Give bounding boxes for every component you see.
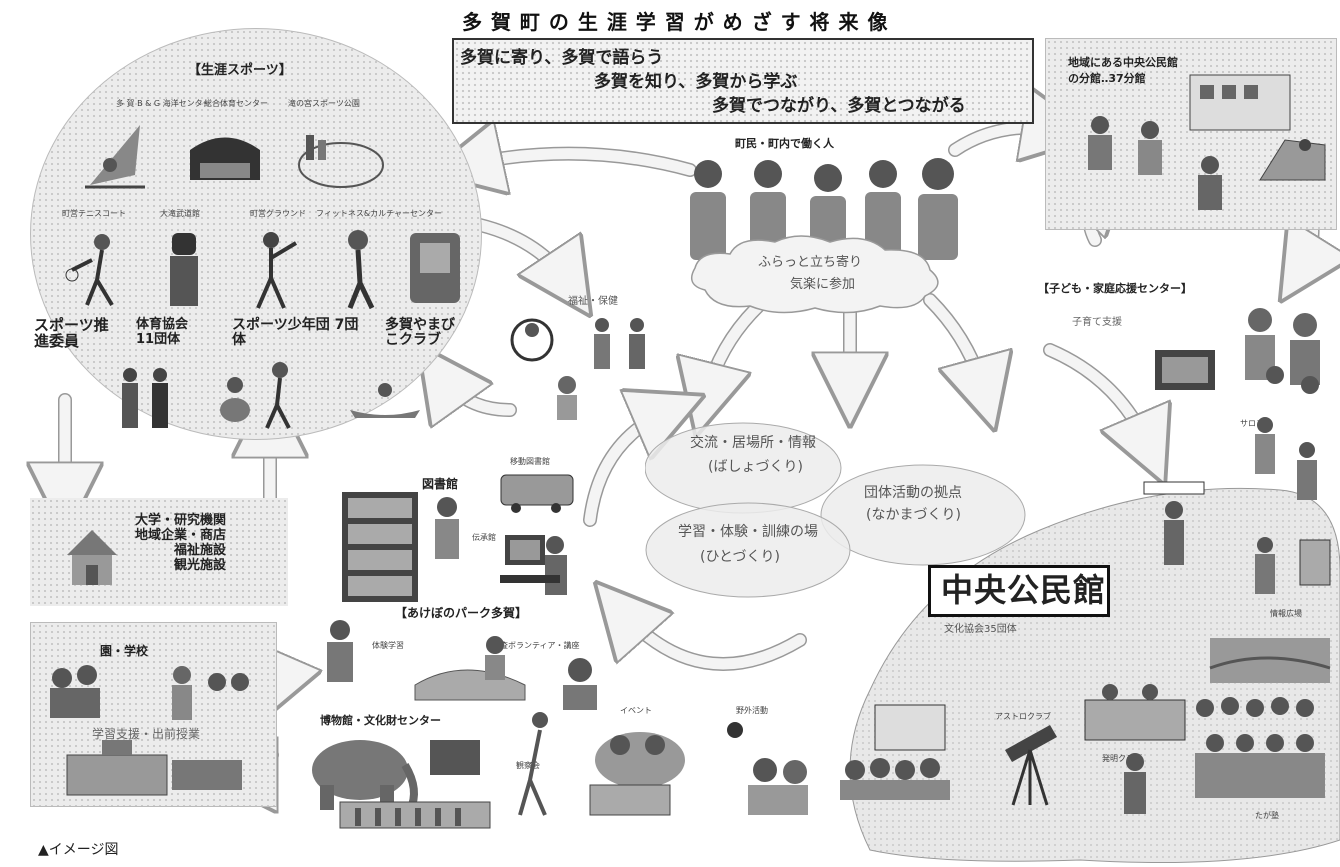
- kouminkan-juku: たが塾: [1255, 811, 1279, 820]
- circle-people-line-1: 学習・体験・訓練の場: [678, 524, 818, 540]
- kouminkan-info: 情報広場: [1270, 609, 1302, 618]
- kouminkan-lecture-illustration: [840, 704, 950, 800]
- kouminkan-title: 中央公民館: [941, 571, 1107, 609]
- mobile-library-label: 移動図書館: [510, 457, 550, 466]
- kouminkan-banner-illustration: [1143, 481, 1205, 565]
- partner-university: 大学・研究機関: [135, 513, 227, 528]
- kouminkan-field-illustration: [1209, 638, 1331, 683]
- branch-halls-line-1: 地域にある中央公民館: [1068, 56, 1178, 69]
- sports-heading: 【生涯スポーツ】: [188, 63, 292, 78]
- facility-bg-center: 多 賀 B & G 海洋センター: [116, 99, 211, 108]
- partners-list: 大学・研究機関 地域企業・商店 福祉施設 観光施設: [135, 513, 227, 574]
- circle-people-line-2: (ひとづくり): [700, 549, 780, 565]
- drop-in-cloud: [690, 235, 939, 314]
- motto-line-2: 多賀を知り、多賀から学ぶ: [594, 72, 798, 92]
- museum-label: 博物館・文化財センター: [320, 714, 441, 727]
- kouminkan-invent-illustration: [1124, 753, 1146, 814]
- mobile-library-bus-icon: [500, 474, 574, 513]
- circle-place-line-1: 交流・居場所・情報: [690, 435, 816, 451]
- branch-halls-label: 地域にある中央公民館 の分館‥37分館: [1068, 55, 1178, 87]
- computer-illustration: [500, 535, 567, 595]
- branch-halls-illustration: [1088, 74, 1326, 210]
- activity-event: イベント: [620, 706, 652, 715]
- golfer-illustration: [347, 230, 375, 310]
- facility-gym: 総合体育センター: [204, 99, 268, 108]
- kouminkan-sub: 文化協会35団体: [944, 624, 1017, 635]
- event-kids-illustration: [518, 712, 808, 816]
- cloud-line-1: ふらっと立ち寄り: [758, 255, 863, 270]
- facility-tennis: 町営テニスコート: [62, 209, 126, 218]
- schools-label: 園・学校: [100, 644, 149, 658]
- kids-players-illustration: [122, 368, 168, 428]
- kouminkan-salon-illustration: [1255, 417, 1317, 500]
- library-label: 図書館: [422, 477, 459, 491]
- facility-budokan: 大滝武道館: [160, 209, 200, 218]
- partner-business: 地域企業・商店: [135, 527, 227, 543]
- kouminkan-juku-illustration: [1195, 697, 1325, 798]
- partner-tourism: 観光施設: [174, 557, 227, 573]
- activity-outdoor: 野外活動: [736, 706, 768, 715]
- branch-halls-box: [1045, 38, 1337, 230]
- welfare-illustration: [510, 318, 645, 420]
- childcare-illustration: [1155, 308, 1320, 394]
- child-center-sub: 子育て支援: [1072, 317, 1122, 328]
- residents-label: 町民・町内で働く人: [735, 137, 834, 150]
- schools-illustration: [50, 665, 249, 796]
- motto-line-1: 多賀に寄り、多賀で語らう: [460, 48, 664, 68]
- kouminkan-title-box: 中央公民館: [928, 565, 1110, 617]
- figure-caption: ▲イメージ図: [38, 842, 119, 858]
- tennis-player-illustration: [65, 234, 114, 307]
- circle-group-line-1: 団体活動の拠点: [864, 485, 962, 501]
- facility-fitness: フィットネス&カルチャーセンター: [316, 209, 442, 218]
- circle-group-line-2: (なかまづくり): [866, 507, 961, 523]
- facility-ground: 町営グラウンド: [250, 209, 306, 218]
- activity-hands-on: 体験学習: [372, 641, 404, 650]
- library-girl-illustration: [435, 497, 459, 559]
- museum-elephant-illustration: [312, 740, 491, 829]
- park-activities-illustration: [327, 620, 597, 710]
- group-sports-promotion: スポーツ推進委員: [34, 316, 109, 350]
- page-title: 多 賀 町 の 生 涯 学 習 が め ざ す 将 来 像: [462, 10, 889, 34]
- motto-box: 多賀に寄り、多賀で語らう 多賀を知り、多賀から学ぶ 多賀でつながり、多賀とつなが…: [452, 38, 1034, 124]
- activity-observation: 観察会: [516, 761, 540, 770]
- cloud-line-2: 気楽に参加: [790, 277, 856, 292]
- kouminkan-salon: サロン: [1240, 419, 1264, 428]
- kouminkan-info-illustration: [1255, 537, 1331, 594]
- baseball-player-illustration: [256, 232, 298, 309]
- child-center-label: 【子ども・家庭応援センター】: [1038, 282, 1192, 295]
- circle-place-line-2: (ばしょづくり): [708, 459, 803, 475]
- sports-park-illustration: [298, 135, 384, 188]
- telescope-icon: [1005, 725, 1057, 806]
- sports-circle: [30, 28, 482, 440]
- activity-volunteer: 調査ボランティア・講座: [492, 641, 580, 650]
- partner-welfare: 福祉施設: [174, 542, 227, 558]
- center-venn: [645, 422, 1026, 598]
- gym-building-illustration: [190, 137, 260, 180]
- bookshelf-illustration: [342, 492, 418, 602]
- group-yamabiko-club: 多賀やまびこクラブ: [385, 317, 455, 349]
- lab-label: 伝承館: [472, 533, 496, 542]
- school-building-icon: [67, 530, 117, 585]
- catcher-batter-illustration: [220, 362, 291, 429]
- park-label: 【あけぼのパーク多賀】: [395, 606, 528, 620]
- facility-park: 滝の宮スポーツ公園: [288, 99, 360, 108]
- motto-line-3: 多賀でつながり、多賀とつながる: [712, 96, 966, 116]
- branch-halls-line-2: の分館‥37分館: [1068, 71, 1146, 85]
- kendo-illustration: [170, 233, 198, 306]
- kouminkan-astro: アストロクラブ: [995, 712, 1051, 721]
- kouminkan-invent: 発明クラブ: [1102, 754, 1142, 763]
- group-youth-sports: スポーツ少年団 7団体: [232, 317, 359, 349]
- schools-sub: 学習支援・出前授業: [92, 727, 201, 741]
- kouminkan-craft-illustration: [1084, 684, 1186, 741]
- group-sports-association: 体育協会 11団体: [136, 317, 189, 347]
- rowing-illustration: [350, 383, 420, 418]
- sailing-illustration: [85, 125, 145, 189]
- fitness-machine-illustration: [410, 233, 460, 303]
- welfare-label: 福祉・保健: [568, 296, 618, 307]
